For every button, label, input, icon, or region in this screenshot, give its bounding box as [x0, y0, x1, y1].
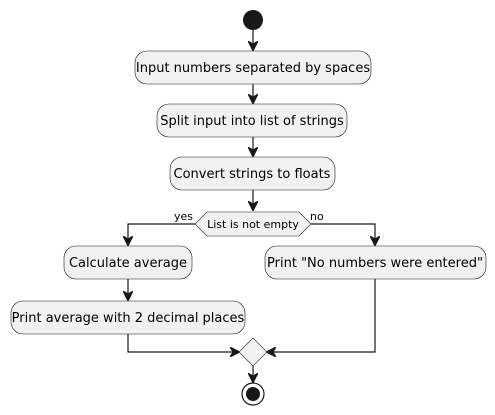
start-node	[243, 10, 263, 30]
step-calc: Calculate average	[63, 245, 193, 280]
edge-printavg-merge	[127, 334, 239, 352]
decision-yes-label: yes	[174, 210, 193, 223]
step-print-none: Print "No numbers were entered"	[264, 245, 487, 280]
edge-printnone-merge	[267, 279, 376, 352]
decision-no-label: no	[310, 210, 324, 223]
decision-node: List is not empty	[194, 211, 312, 237]
step-convert-label: Convert strings to floats	[174, 167, 331, 182]
edge-yes-branch	[128, 223, 195, 245]
step-print-avg-label: Print average with 2 decimal places	[12, 311, 245, 326]
end-node	[241, 382, 265, 406]
decision-condition: List is not empty	[207, 218, 299, 231]
edge-no-branch	[311, 223, 375, 245]
step-convert: Convert strings to floats	[169, 156, 336, 191]
step-print-none-label: Print "No numbers were entered"	[267, 256, 483, 271]
step-split-label: Split input into list of strings	[160, 114, 344, 129]
merge-node	[238, 337, 268, 367]
step-calc-label: Calculate average	[69, 256, 187, 271]
step-input: Input numbers separated by spaces	[134, 50, 372, 85]
step-print-avg: Print average with 2 decimal places	[10, 300, 246, 335]
step-split: Split input into list of strings	[156, 103, 348, 138]
step-input-label: Input numbers separated by spaces	[136, 61, 370, 76]
